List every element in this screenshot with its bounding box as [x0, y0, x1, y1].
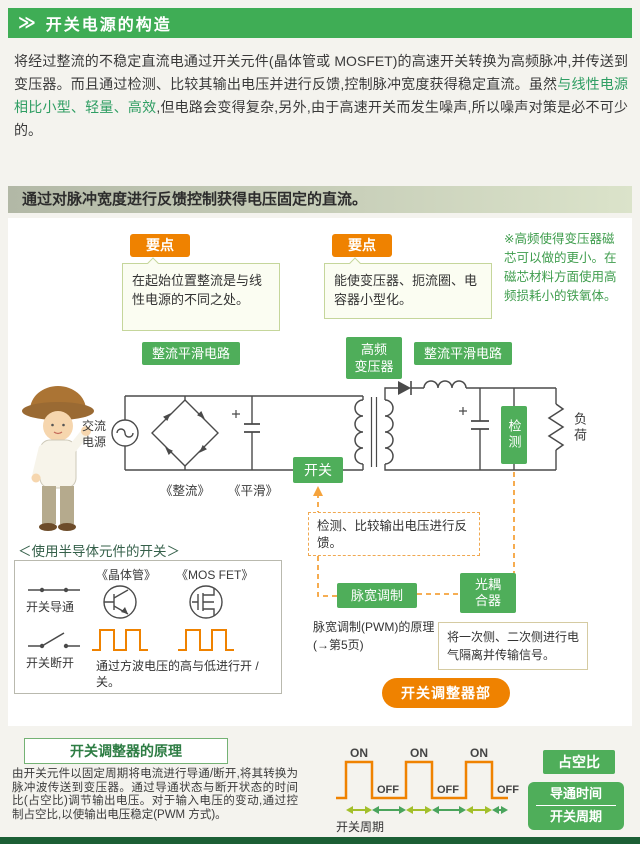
transistor-label: 《晶体管》 — [96, 568, 157, 582]
intro-text-1: 将经过整流的不稳定直流电通过开关元件(晶体管或 MOSFET)的高速开关转换为高… — [14, 53, 628, 92]
point2-badge: 要点 — [332, 234, 392, 257]
side-note: ※高频使得变压器磁芯可以做的更小。在磁芯材料方面使用高频损耗小的铁氧体。 — [504, 232, 617, 303]
fraction-numerator: 导通时间 — [536, 782, 616, 806]
period-label: 开关周期 — [336, 820, 385, 834]
switch-box: 开关 — [293, 457, 343, 483]
label-hf-line1: 高频 — [360, 342, 387, 357]
on-label-3: ON — [470, 746, 488, 760]
intro-paragraph: 将经过整流的不稳定直流电通过开关元件(晶体管或 MOSFET)的高速开关转换为高… — [14, 50, 628, 142]
footer-bar — [0, 837, 640, 844]
point2-bubble: 能使变压器、扼流圈、电容器小型化。 — [324, 257, 492, 319]
off-label-2: OFF — [437, 784, 459, 796]
duty-fraction-box: 导通时间 开关周期 — [528, 782, 624, 830]
point1-text: 在起始位置整流是与线性电源的不同之处。 — [132, 273, 263, 307]
duty-cycle-waveform — [336, 760, 508, 800]
mosfet-label: 《MOS FET》 — [176, 568, 254, 582]
on-label-1: ON — [350, 746, 368, 760]
principle-body: 由开关元件以固定周期将电流进行导通/断开,将其转换为脉冲波传送到变压器。通过导通… — [12, 768, 298, 821]
intro-text-2: ,但电路会变得复杂,另外,由于高速开关而发生噪声,所以噪声对策是必不可少的。 — [14, 99, 629, 138]
page-header: ≫ 开关电源的构造 — [8, 8, 632, 38]
pwm-note: 脉宽调制(PWM)的原理(→第5页) — [313, 620, 435, 652]
point1-badge: 要点 — [130, 234, 190, 257]
off-label-3: OFF — [497, 784, 519, 796]
label-rectify-smooth-left: 整流平滑电路 — [142, 342, 240, 365]
label-rectify-smooth-right: 整流平滑电路 — [414, 342, 512, 365]
opto-line1: 光耦 — [474, 577, 501, 592]
feedback-note-box: 检测、比较输出电压进行反馈。 — [308, 512, 480, 556]
optocoupler-box: 光耦 合器 — [460, 573, 516, 613]
opto-line2: 合器 — [474, 593, 501, 608]
opto-note-box: 将一次侧、二次侧进行电气隔离并传输信号。 — [438, 622, 588, 670]
off-label-1: OFF — [377, 784, 399, 796]
label-hf-line2: 变压器 — [354, 359, 394, 374]
section-title: 通过对脉冲宽度进行反馈控制获得电压固定的直流。 — [22, 191, 368, 208]
regulator-badge: 开关调整器部 — [382, 678, 510, 708]
section-title-bar: 通过对脉冲宽度进行反馈控制获得电压固定的直流。 — [8, 186, 632, 213]
label-hf-transformer: 高频 变压器 — [346, 337, 402, 379]
semiconductor-box — [14, 560, 282, 694]
switch-off-label: 开关断开 — [26, 656, 75, 670]
label-ac-source: 交流电源 — [82, 419, 107, 449]
fraction-denominator: 开关周期 — [549, 809, 602, 824]
duty-cycle-box: 占空比 — [543, 750, 615, 774]
point1-bubble: 在起始位置整流是与线性电源的不同之处。 — [122, 257, 280, 331]
semiconductor-caption: 通过方波电压的高与低进行开 / 关。 — [96, 659, 259, 689]
label-rectify: 《整流》 — [160, 484, 211, 498]
detect-box: 检测 — [501, 406, 527, 464]
point2-text: 能使变压器、扼流圈、电容器小型化。 — [334, 273, 478, 307]
on-label-2: ON — [410, 746, 428, 760]
page-title: 开关电源的构造 — [45, 17, 172, 34]
label-smooth: 《平滑》 — [228, 484, 279, 498]
label-load: 负荷 — [572, 412, 587, 444]
switch-on-label: 开关导通 — [26, 600, 75, 614]
principle-title-box: 开关调整器的原理 — [24, 738, 228, 764]
intro-highlight: 与线性电源相比小型、轻量、高效 — [14, 76, 629, 115]
pwm-box: 脉宽调制 — [337, 583, 417, 608]
duty-period-arrows — [346, 806, 508, 814]
detect-label: 检测 — [506, 419, 522, 451]
semiconductor-title: ＜使用半导体元件的开关＞ — [18, 544, 180, 559]
chevron-icon: ≫ — [18, 13, 36, 32]
